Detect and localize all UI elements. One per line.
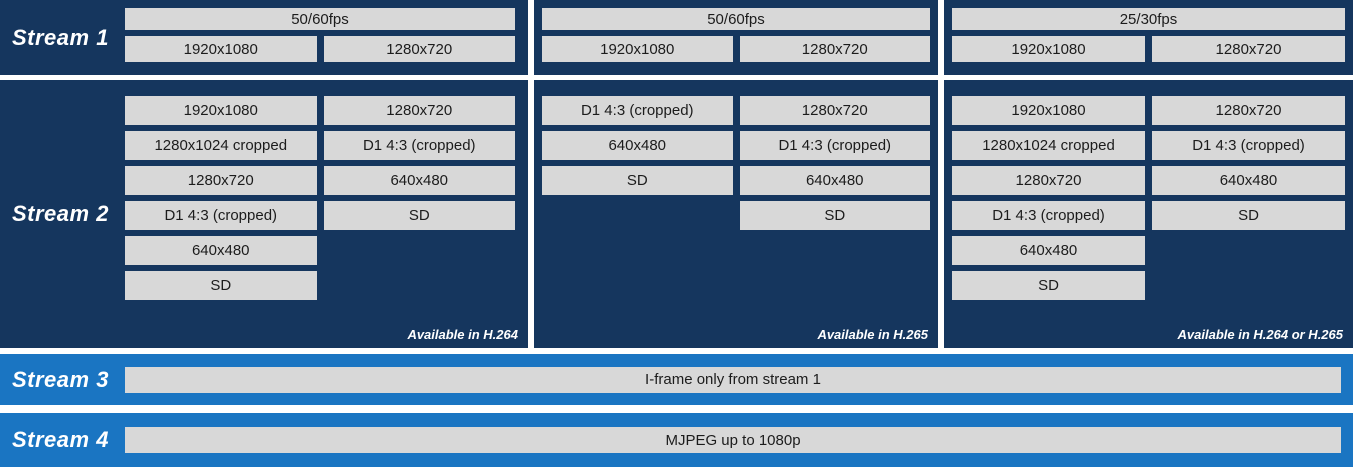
resolution-box: SD [739,201,930,230]
resolution-box: 1280x720 [1152,36,1345,62]
stream2-label: Stream 2 [12,201,109,226]
resolution-box: 1280x1024 cropped [125,131,317,160]
resolution-box: 1280x1024 cropped [952,131,1145,160]
stream3-description-box: I-frame only from stream 1 [125,366,1341,393]
codec-availability-label: Available in H.264 or H.265 [1177,327,1343,342]
resolution-box: 1280x720 [323,96,515,125]
resolution-box: D1 4:3 (cropped) [125,201,317,230]
stream1-panel1-content: 50/60fps 1920x1080 1280x720 [125,0,515,75]
fps-box: 25/30fps [952,8,1345,30]
resolution-column-right: 1280x720 D1 4:3 (cropped) 640x480 SD [323,96,515,300]
stream1-label: Stream 1 [12,24,109,50]
resolution-columns: D1 4:3 (cropped) 640x480 SD 1280x720 D1 … [542,96,930,230]
stream2-panel-h264: Stream 2 1920x1080 1280x1024 cropped 128… [0,80,528,348]
stream4-row: Stream 4 MJPEG up to 1080p [0,413,1353,467]
codec-availability-label: Available in H.265 [817,327,928,342]
resolution-box: D1 4:3 (cropped) [739,131,930,160]
resolution-box: SD [542,166,733,195]
resolution-box: 1920x1080 [125,36,317,62]
resolution-box: SD [125,271,317,300]
stream1-panel3-content: 25/30fps 1920x1080 1280x720 [952,0,1345,75]
resolution-box: SD [323,201,515,230]
stream1-panel-h264: Stream 1 50/60fps 1920x1080 1280x720 [0,0,528,75]
stream2-panel-h264-h265: 1920x1080 1280x1024 cropped 1280x720 D1 … [944,80,1353,348]
stream4-description-box: MJPEG up to 1080p [125,427,1341,453]
resolution-box: 1280x720 [125,166,317,195]
stream1-panel2-content: 50/60fps 1920x1080 1280x720 [542,0,930,75]
stream4-label: Stream 4 [12,427,109,452]
stream2-panel1-content: 1920x1080 1280x1024 cropped 1280x720 D1 … [125,80,515,348]
resolution-box: D1 4:3 (cropped) [1152,131,1345,160]
resolution-box: D1 4:3 (cropped) [542,96,733,125]
stream4-panel: Stream 4 MJPEG up to 1080p [0,413,1353,467]
resolution-box: 1280x720 [323,36,515,62]
stream2-panel3-content: 1920x1080 1280x1024 cropped 1280x720 D1 … [952,80,1345,348]
stream1-row: Stream 1 50/60fps 1920x1080 1280x720 50/… [0,0,1353,75]
resolution-column-left: 1920x1080 1280x1024 cropped 1280x720 D1 … [125,96,317,300]
resolution-box: SD [952,271,1145,300]
resolution-columns: 1920x1080 1280x1024 cropped 1280x720 D1 … [125,96,515,300]
resolution-box: 640x480 [952,236,1145,265]
fps-box: 50/60fps [125,8,515,30]
resolution-column-right: 1280x720 D1 4:3 (cropped) 640x480 SD [1152,96,1345,300]
fps-box: 50/60fps [542,8,930,30]
stream2-panel-h265: D1 4:3 (cropped) 640x480 SD 1280x720 D1 … [534,80,938,348]
resolution-box: 1280x720 [739,96,930,125]
resolution-box: SD [1152,201,1345,230]
resolution-box: 640x480 [1152,166,1345,195]
stream4-bar-wrap: MJPEG up to 1080p [125,413,1341,467]
resolution-box: 1280x720 [952,166,1145,195]
resolution-box: 640x480 [125,236,317,265]
resolution-pair: 1920x1080 1280x720 [952,36,1345,62]
stream3-label: Stream 3 [12,366,109,392]
stream2-row: Stream 2 1920x1080 1280x1024 cropped 128… [0,80,1353,348]
resolution-pair: 1920x1080 1280x720 [125,36,515,62]
resolution-box: 1280x720 [1152,96,1345,125]
resolution-box: 640x480 [323,166,515,195]
resolution-box: 1280x720 [739,36,930,62]
resolution-column-left: D1 4:3 (cropped) 640x480 SD [542,96,733,230]
resolution-column-right: 1280x720 D1 4:3 (cropped) 640x480 SD [739,96,930,230]
resolution-box: D1 4:3 (cropped) [952,201,1145,230]
stream3-panel: Stream 3 I-frame only from stream 1 [0,354,1353,405]
resolution-box: 640x480 [739,166,930,195]
codec-availability-label: Available in H.264 [407,327,518,342]
resolution-box: D1 4:3 (cropped) [323,131,515,160]
resolution-pair: 1920x1080 1280x720 [542,36,930,62]
stream1-panel-h264-h265: 25/30fps 1920x1080 1280x720 [944,0,1353,75]
resolution-box: 1920x1080 [125,96,317,125]
resolution-box: 1920x1080 [952,96,1145,125]
resolution-box: 1920x1080 [952,36,1145,62]
stream3-row: Stream 3 I-frame only from stream 1 [0,354,1353,405]
resolution-column-left: 1920x1080 1280x1024 cropped 1280x720 D1 … [952,96,1145,300]
stream2-panel2-content: D1 4:3 (cropped) 640x480 SD 1280x720 D1 … [542,80,930,348]
stream1-panel-h265: 50/60fps 1920x1080 1280x720 [534,0,938,75]
resolution-columns: 1920x1080 1280x1024 cropped 1280x720 D1 … [952,96,1345,300]
resolution-box: 1920x1080 [542,36,733,62]
stream3-bar-wrap: I-frame only from stream 1 [125,354,1341,405]
resolution-box: 640x480 [542,131,733,160]
